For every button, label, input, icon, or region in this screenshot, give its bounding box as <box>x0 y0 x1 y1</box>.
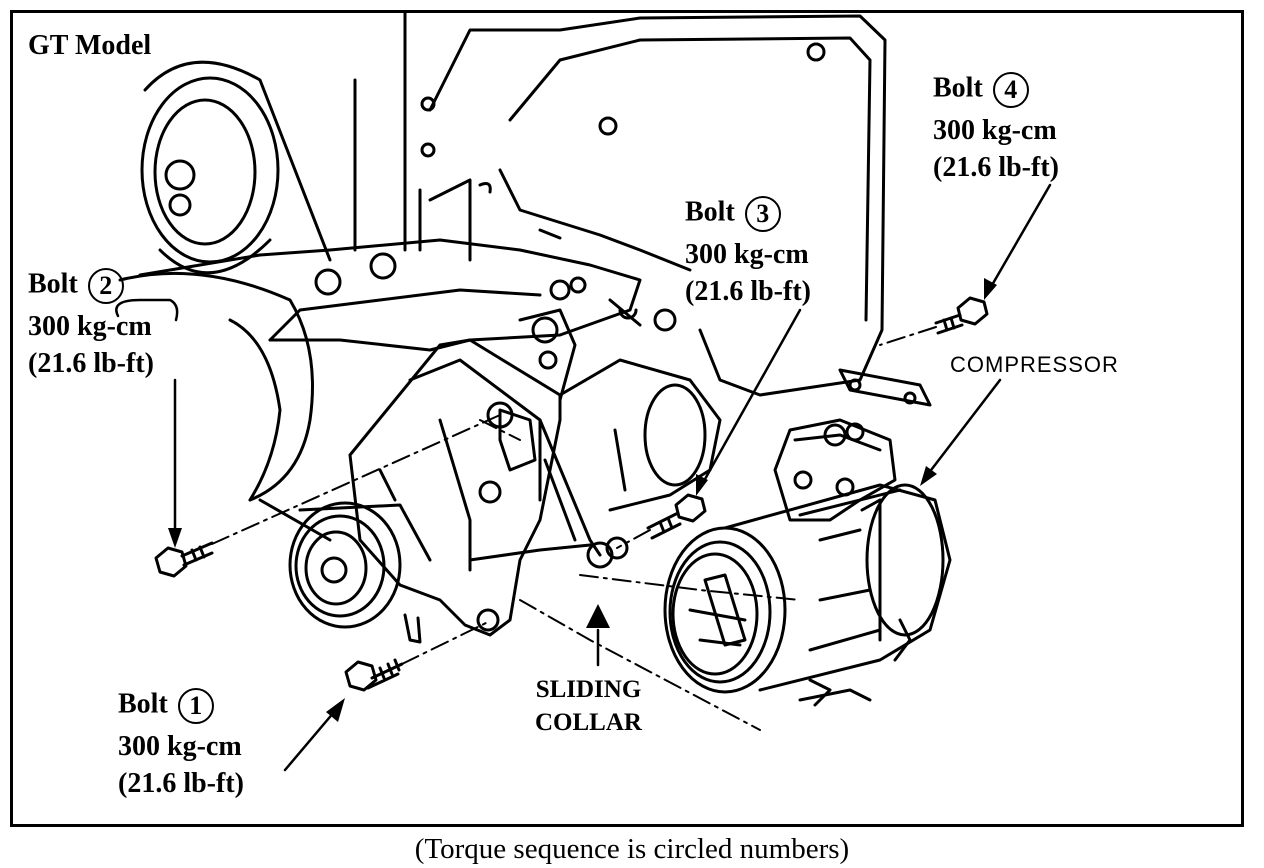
bolt-3-torque-imperial: (21.6 lb-ft) <box>685 276 811 307</box>
compressor-label: COMPRESSOR <box>950 352 1119 377</box>
bolt-4-word: Bolt <box>933 72 983 104</box>
starter-cylinder <box>558 358 722 512</box>
bolt-1-torque-metric: 300 kg-cm <box>118 731 242 762</box>
bolt-1-torque-imperial: (21.6 lb-ft) <box>118 768 244 799</box>
bolt-4-label: Bolt 4 300 kg-cm (21.6 lb-ft) <box>933 72 1059 191</box>
bolt-1-word: Bolt <box>118 688 168 720</box>
bolt-2-number-circle: 2 <box>87 268 124 304</box>
engine-block <box>353 10 887 397</box>
sliding-collar-line-1: SLIDING <box>535 676 642 703</box>
bolt-2-label: Bolt 2 300 kg-cm (21.6 lb-ft) <box>28 268 154 387</box>
bolt-1-number-circle: 1 <box>177 688 214 724</box>
mounting-bracket <box>348 308 629 644</box>
bolt-3-number-circle: 3 <box>744 196 781 232</box>
diagram-frame <box>10 10 1244 827</box>
bolt-4-graphic <box>934 296 989 335</box>
bolt-4-number-circle: 4 <box>992 72 1029 108</box>
bolt-4-torque-metric: 300 kg-cm <box>933 115 1057 146</box>
compressor-body <box>663 368 952 707</box>
bolt-1-graphic <box>344 658 404 692</box>
alignment-lines <box>211 326 937 731</box>
bolt-2-word: Bolt <box>28 268 78 300</box>
bolt-3-word: Bolt <box>685 196 735 228</box>
diagram-title: GT Model <box>28 30 152 61</box>
alternator-pulley <box>288 468 432 629</box>
bolt-1-label: Bolt 1 300 kg-cm (21.6 lb-ft) <box>118 688 244 807</box>
bolt-2-torque-imperial: (21.6 lb-ft) <box>28 348 154 379</box>
bolt-3-torque-metric: 300 kg-cm <box>685 239 809 270</box>
bolt-4-torque-imperial: (21.6 lb-ft) <box>933 152 1059 183</box>
crank-pulley <box>140 60 332 275</box>
sliding-collar-label: SLIDING COLLAR <box>535 673 642 739</box>
bolt-3-graphic <box>646 493 707 540</box>
leader-lines <box>115 183 1052 772</box>
figure-caption: (Torque sequence is circled numbers) <box>414 833 850 865</box>
bolt-3-label: Bolt 3 300 kg-cm (21.6 lb-ft) <box>685 196 811 315</box>
bolt-2-graphic <box>154 541 214 578</box>
upper-bracket <box>138 238 677 352</box>
arrow-heads <box>168 278 997 722</box>
sliding-collar-line-2: COLLAR <box>535 709 642 736</box>
bolt-2-torque-metric: 300 kg-cm <box>28 311 152 342</box>
